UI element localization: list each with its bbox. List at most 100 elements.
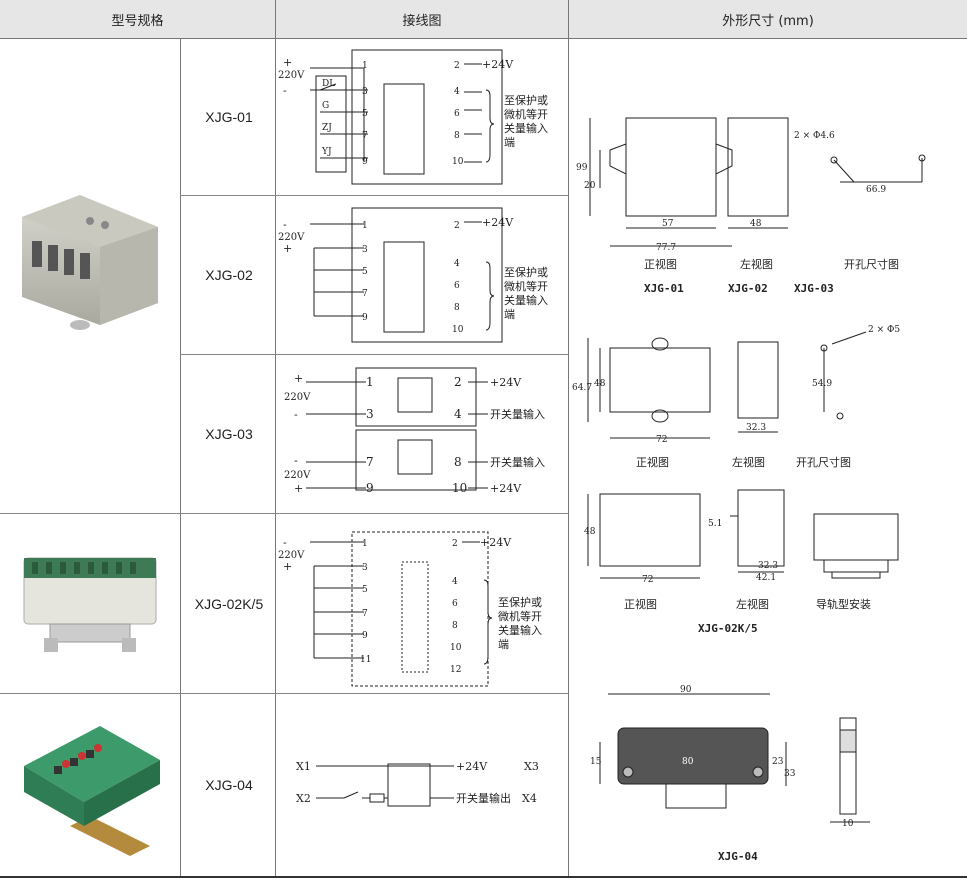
switch-input-label: 开关量输入 xyxy=(490,407,545,421)
view-label: 左视图 xyxy=(740,257,773,271)
terminal-number: 7 xyxy=(362,609,368,619)
supply-label: +24V xyxy=(490,482,522,495)
note-line: 端 xyxy=(504,136,515,149)
dim-value: 10 xyxy=(842,819,854,829)
model-label: XJG-03 xyxy=(205,426,253,442)
terminal-number: 2 xyxy=(452,539,458,549)
note-line: 至保护或 xyxy=(504,93,548,107)
dim-value: 32.3 xyxy=(746,423,766,433)
dim-value: 90 xyxy=(680,685,692,695)
dim-value: 32.3 xyxy=(758,561,778,571)
model-caption: XJG-04 xyxy=(718,850,758,863)
terminal-number: 4 xyxy=(452,577,458,587)
terminal-number: 1 xyxy=(366,375,374,389)
input-label: ZJ xyxy=(322,123,332,133)
terminal-number: 9 xyxy=(362,631,368,641)
terminal-number: 7 xyxy=(366,455,374,469)
view-label: 左视图 xyxy=(732,455,765,469)
dim-value: 20 xyxy=(584,181,596,191)
dim-value: 57 xyxy=(662,219,674,229)
header-dims: 外形尺寸 (mm) xyxy=(569,0,967,39)
dim-value: 48 xyxy=(750,219,762,229)
product-photo-terminal-block xyxy=(24,726,160,856)
dim-value: 48 xyxy=(594,379,606,389)
terminal-number: 7 xyxy=(362,131,368,141)
dimension-drawing-xjg-03-alt: 64.7 48 72 32.3 2 × Φ5 54.9 正视图 左视图 开孔尺寸… xyxy=(572,325,900,469)
minus-sign: - xyxy=(294,408,298,421)
model-caption: XJG-02 xyxy=(728,282,768,295)
hole-spec: 2 × Φ4.6 xyxy=(794,131,835,141)
terminal-x3: X3 xyxy=(524,760,539,773)
voltage-label: 220V xyxy=(278,550,305,561)
header-dims-label: 外形尺寸 (mm) xyxy=(722,13,814,29)
terminal-number: 9 xyxy=(366,481,374,495)
terminal-number: 6 xyxy=(452,599,458,609)
note-line: 端 xyxy=(498,638,509,651)
dim-value: 42.1 xyxy=(756,573,776,583)
supply-label: +24V xyxy=(482,216,514,229)
model-xjg-02: XJG-02 xyxy=(183,196,275,354)
terminal-number: 5 xyxy=(362,585,368,595)
minus-sign: - xyxy=(283,536,287,549)
terminal-number: 9 xyxy=(362,313,368,323)
plus-sign: + xyxy=(294,482,303,495)
wiring-diagram-xjg-02: - 220V + +24V 至保护或 微机等开 关量输入 端 1 2 3 4 5… xyxy=(278,207,548,343)
note-line: 微机等开 xyxy=(504,279,548,293)
dim-value: 48 xyxy=(584,527,596,537)
terminal-number: 6 xyxy=(454,109,460,119)
input-label: DL xyxy=(322,79,335,89)
voltage-label: 220V xyxy=(284,392,311,403)
note-line: 端 xyxy=(504,308,515,321)
dimension-drawing-xjg-02k5: 48 72 5.1 32.3 42.1 正视图 左视图 导轨型安装 XJG-02… xyxy=(584,489,899,635)
grid-line xyxy=(0,513,568,514)
dim-value: 15 xyxy=(590,757,602,767)
terminal-number: 11 xyxy=(360,655,371,665)
switch-input-label: 开关量输入 xyxy=(490,455,545,469)
terminal-number: 1 xyxy=(362,221,368,231)
terminal-number: 10 xyxy=(452,325,464,335)
input-label: YJ xyxy=(321,147,332,157)
voltage-label: 220V xyxy=(278,232,305,243)
dim-value: 54.9 xyxy=(812,379,832,389)
switch-output-label: 开关量输出 xyxy=(456,791,511,805)
terminal-number: 5 xyxy=(362,267,368,277)
note-line: 至保护或 xyxy=(498,595,542,609)
terminal-number: 7 xyxy=(362,289,368,299)
wiring-diagram-xjg-04: X1 X2 +24V X3 开关量输出 X4 xyxy=(296,760,539,807)
view-label: 开孔尺寸图 xyxy=(796,455,851,469)
header-wiring-label: 接线图 xyxy=(402,13,442,29)
supply-label: +24V xyxy=(482,58,514,71)
terminal-number: 8 xyxy=(452,621,458,631)
terminal-number: 3 xyxy=(362,87,368,97)
table-bottom-border xyxy=(0,876,967,878)
supply-label: +24V xyxy=(456,760,488,773)
plus-sign: + xyxy=(283,56,292,69)
model-label: XJG-02 xyxy=(205,267,253,283)
note-line: 关量输入 xyxy=(498,623,542,637)
model-label: XJG-01 xyxy=(205,108,253,125)
model-label: XJG-04 xyxy=(205,777,253,793)
dim-value: 80 xyxy=(682,757,694,767)
note-line: 至保护或 xyxy=(504,265,548,279)
input-label: G xyxy=(322,101,329,111)
header-model: 型号规格 xyxy=(0,0,275,39)
terminal-x1: X1 xyxy=(296,760,311,773)
note-line: 微机等开 xyxy=(498,609,542,623)
model-xjg-04: XJG-04 xyxy=(183,694,275,876)
note-line: 关量输入 xyxy=(504,121,548,135)
model-caption: XJG-01 xyxy=(644,282,684,295)
terminal-number: 1 xyxy=(362,539,368,549)
model-xjg-03: XJG-03 xyxy=(183,355,275,513)
terminal-number: 9 xyxy=(362,157,368,167)
model-xjg-02k5: XJG-02K/5 xyxy=(183,514,275,693)
dim-value: 77.7 xyxy=(656,243,676,253)
model-caption: XJG-02K/5 xyxy=(698,622,758,635)
wiring-diagram-xjg-01: + 220V - DL G ZJ YJ +24V 至保护或 微机等开 关量输入 … xyxy=(278,49,548,185)
terminal-number: 8 xyxy=(454,455,462,469)
hole-spec: 2 × Φ5 xyxy=(868,325,900,335)
plus-sign: + xyxy=(283,560,292,573)
terminal-number: 1 xyxy=(362,61,368,71)
terminal-number: 8 xyxy=(454,131,460,141)
view-label: 正视图 xyxy=(636,455,669,469)
